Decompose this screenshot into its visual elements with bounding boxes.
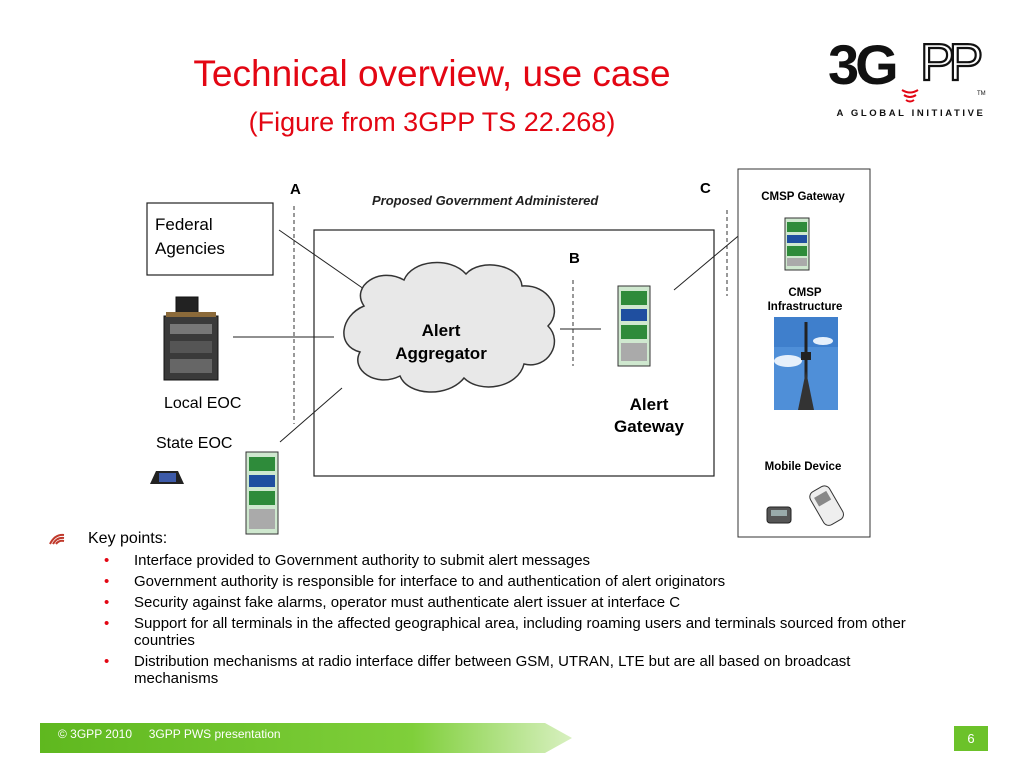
state-eoc-to-aggregator-line: [279, 387, 343, 443]
key-points-section: Key points: Interface provided to Govern…: [48, 528, 948, 691]
cmsp-infra-label-2: Infrastructure: [768, 301, 843, 313]
interface-c-label: C: [700, 180, 711, 197]
federal-agencies-box: [146, 202, 274, 276]
diagram-header: Proposed Government Administered: [372, 193, 599, 208]
footer-bar: [40, 723, 572, 753]
key-points-list: Interface provided to Government authori…: [48, 552, 948, 687]
logo-trademark: TM: [977, 91, 986, 97]
architecture-diagram: Proposed Government Administered A B C D…: [146, 168, 871, 538]
alert-gateway-label-1: Alert: [630, 395, 669, 414]
alert-gateway-server-icon: [617, 285, 651, 367]
local-eoc-label: Local EOC: [164, 395, 241, 412]
logo-3g-text: 3G: [828, 33, 896, 96]
slide-title: Technical overview, use case: [193, 53, 671, 94]
key-points-heading: Key points:: [88, 530, 168, 547]
gateway-to-cmsp-line: [673, 231, 744, 291]
footer-copyright: © 3GPP 2010: [58, 727, 133, 741]
key-point-item: Interface provided to Government authori…: [104, 552, 934, 569]
footer-presentation: 3GPP PWS presentation: [148, 727, 281, 741]
logo-pp-text: PP: [920, 34, 981, 92]
footer-text: © 3GPP 2010 3GPP PWS presentation: [58, 727, 281, 741]
federal-agencies-label-1: Federal: [155, 215, 213, 234]
state-eoc-server-icon: [245, 451, 279, 535]
slide-subtitle: (Figure from 3GPP TS 22.268): [248, 107, 616, 137]
alert-gateway-label-2: Gateway: [614, 417, 684, 436]
federal-to-aggregator-line: [278, 229, 375, 297]
3gpp-logo: 3G PP TM: [828, 33, 988, 103]
cell-tower-photo: [774, 317, 838, 410]
key-point-item: Security against fake alarms, operator m…: [104, 594, 934, 611]
mobile-phone-icon: [766, 485, 844, 526]
page-number: 6: [954, 726, 988, 751]
alert-aggregator-label-1: Alert: [422, 321, 461, 340]
interface-a-label: A: [290, 181, 301, 198]
key-point-item: Government authority is responsible for …: [104, 573, 934, 590]
key-points-heading-row: Key points:: [48, 528, 948, 550]
logo-tagline: A GLOBAL INITIATIVE: [836, 108, 986, 119]
key-point-item: Distribution mechanisms at radio interfa…: [104, 653, 934, 687]
local-eoc-workstation-icon: [163, 296, 219, 381]
state-eoc-label: State EOC: [156, 435, 232, 452]
laptop-icon: [150, 471, 184, 484]
cmsp-infra-label-1: CMSP: [788, 287, 822, 299]
arc-bullet-icon: [49, 533, 65, 545]
alert-aggregator-cloud: Alert Aggregator: [343, 261, 555, 393]
interface-b-label: B: [569, 250, 580, 267]
mobile-device-label: Mobile Device: [765, 461, 842, 473]
cmsp-gateway-label: CMSP Gateway: [761, 191, 845, 203]
key-point-item: Support for all terminals in the affecte…: [104, 615, 934, 649]
cmsp-gateway-server-icon: [784, 217, 810, 271]
alert-aggregator-label-2: Aggregator: [395, 344, 487, 363]
federal-agencies-label-2: Agencies: [155, 239, 225, 258]
logo-signal-icon: [901, 89, 919, 103]
